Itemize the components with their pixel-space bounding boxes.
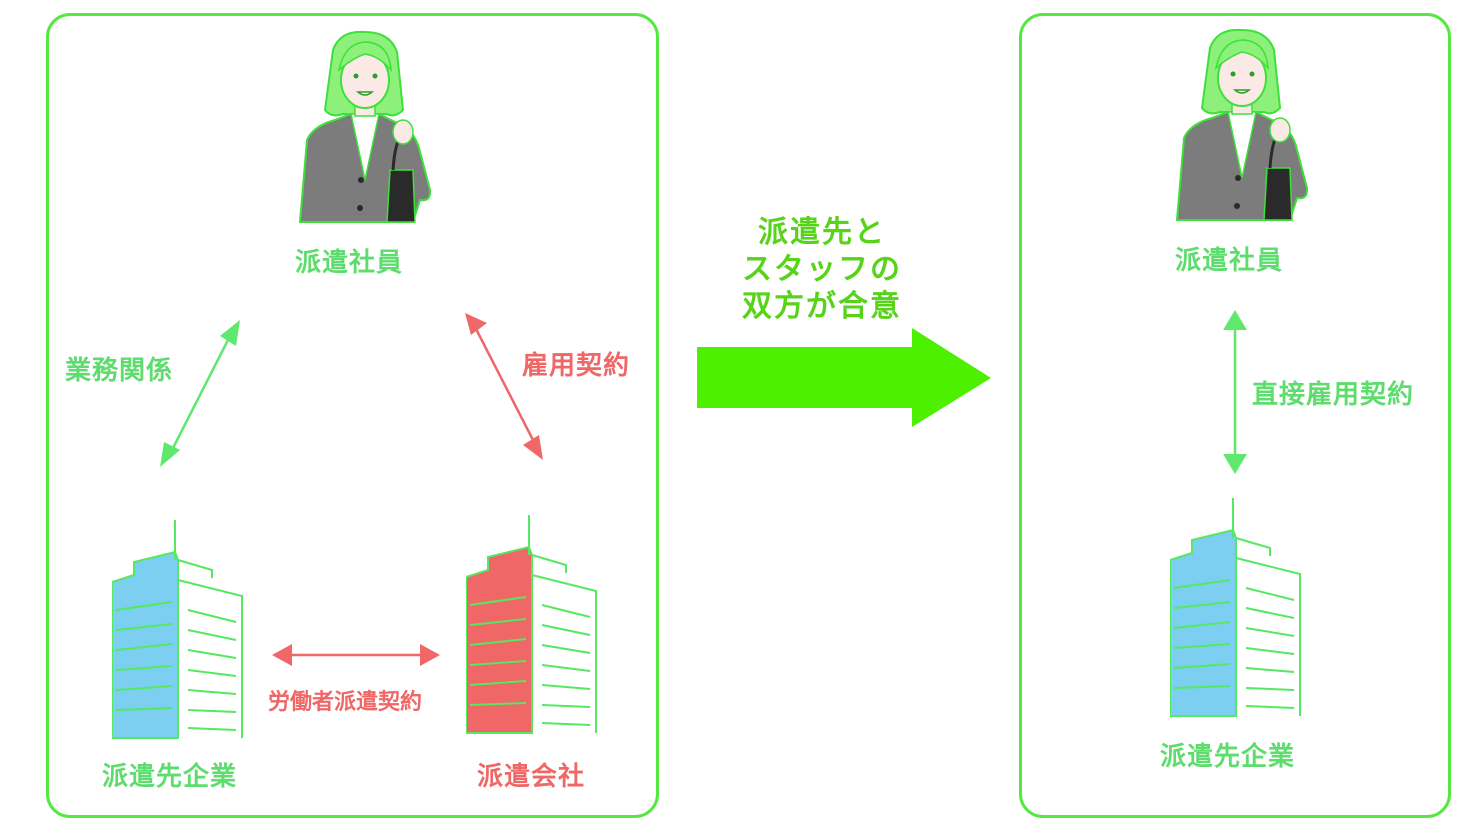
- dispatch-contract-arrow: [272, 644, 440, 666]
- business-relation-arrow: [160, 320, 240, 467]
- left-panel: [46, 13, 659, 818]
- transition-line: 双方が合意: [742, 289, 902, 324]
- staff-illustration: [298, 30, 432, 224]
- transition-text: 派遣先と スタッフの 双方が合意: [697, 214, 947, 325]
- employment-contract-label: 雇用契約: [522, 351, 631, 381]
- employment-contract-arrow: [465, 313, 543, 460]
- client-company-label: 派遣先企業: [102, 762, 238, 792]
- staff-label: 派遣社員: [1175, 246, 1284, 276]
- right-panel: [1019, 13, 1451, 818]
- agency-building: [466, 515, 597, 734]
- client-company-building: [1170, 498, 1301, 717]
- direct-contract-label: 直接雇用契約: [1252, 380, 1415, 410]
- transition-line: スタッフの: [742, 252, 902, 287]
- direct-contract-arrow: [1223, 310, 1247, 474]
- staff-label: 派遣社員: [295, 248, 404, 278]
- agency-label: 派遣会社: [477, 762, 586, 792]
- transition-line: 派遣先と: [758, 215, 886, 250]
- staff-illustration: [1175, 28, 1309, 222]
- client-company-building: [112, 520, 243, 739]
- transition-arrow: [697, 328, 991, 427]
- dispatch-contract-label: 労働者派遣契約: [268, 690, 423, 715]
- business-relation-label: 業務関係: [65, 356, 174, 386]
- client-company-label: 派遣先企業: [1160, 742, 1296, 772]
